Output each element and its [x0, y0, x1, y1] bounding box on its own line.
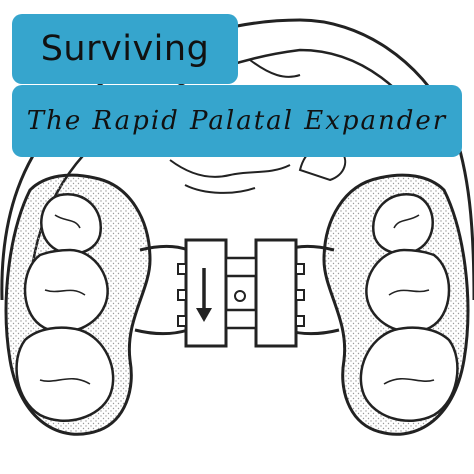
palate-outline	[0, 18, 474, 301]
down-arrow-icon	[196, 268, 212, 322]
left-molar-band	[4, 173, 152, 436]
right-molar-band	[322, 173, 470, 436]
subtitle-banner: The Rapid Palatal Expander	[12, 85, 462, 157]
palate-ridges	[169, 59, 301, 194]
title-banner: Surviving	[12, 14, 238, 84]
page-subtitle: The Rapid Palatal Expander	[26, 106, 448, 136]
page-title: Surviving	[40, 29, 210, 69]
expander-screw	[177, 238, 305, 348]
